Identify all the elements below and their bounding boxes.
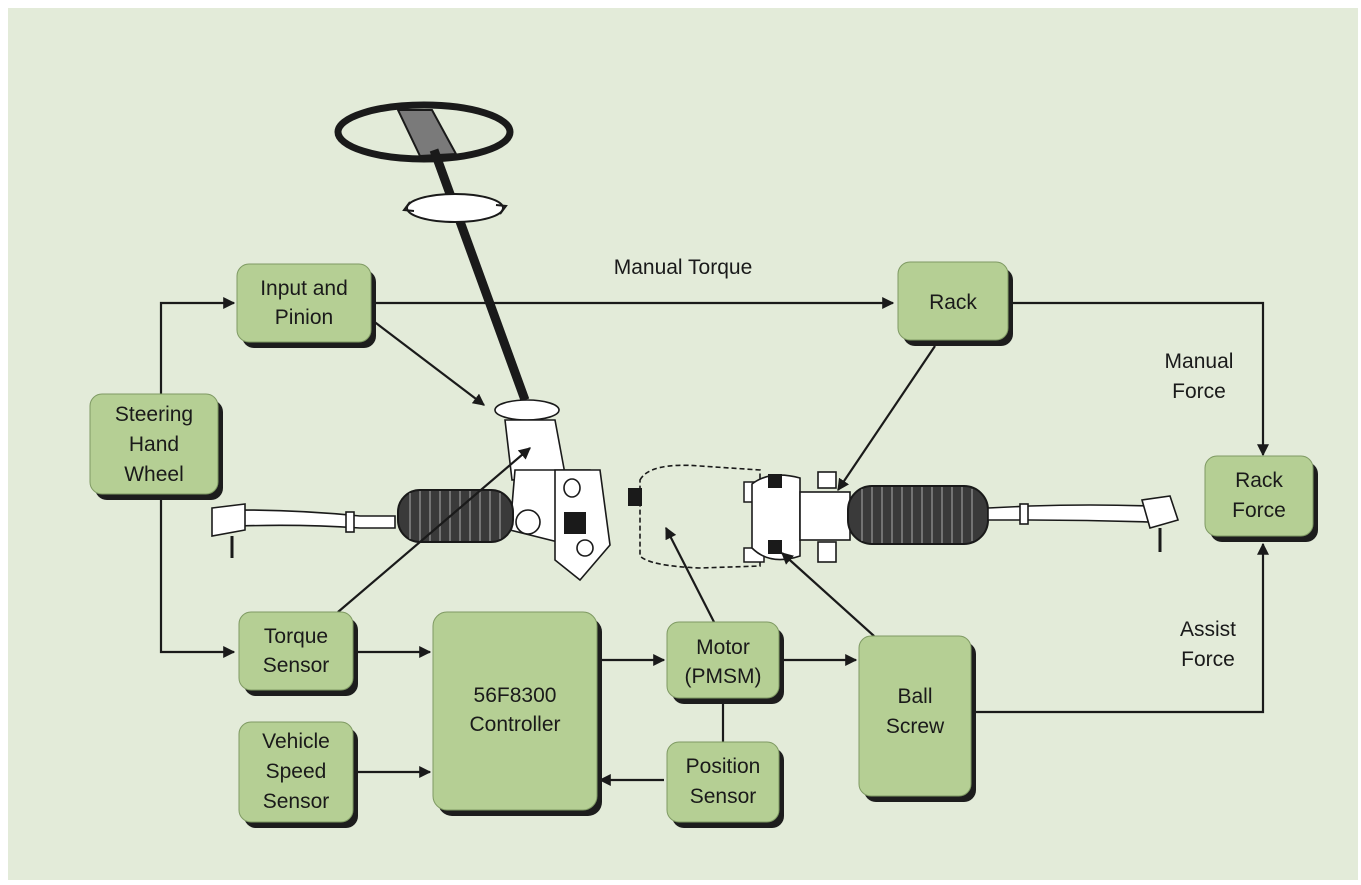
controller-box: 56F8300 Controller xyxy=(432,611,602,816)
diagram-background xyxy=(8,8,1358,880)
ball-screw-label-line1: Ball xyxy=(897,685,932,708)
ball-screw-nut-drawing xyxy=(751,471,851,563)
torque-sensor-label-line1: Torque xyxy=(264,625,328,648)
left-tie-rod-drawing xyxy=(211,503,396,558)
manual-torque-label: Manual Torque xyxy=(614,256,753,279)
vehicle-speed-sensor-box: Vehicle Speed Sensor xyxy=(238,721,358,828)
steering-illustration xyxy=(211,101,1180,582)
left-boot-drawing xyxy=(397,489,514,543)
controller-label-line1: 56F8300 xyxy=(474,684,557,707)
steering-hand-wheel-label-line3: Wheel xyxy=(124,463,184,486)
torque-sensor-label-line2: Sensor xyxy=(263,654,330,677)
pinion-housing-drawing xyxy=(494,399,611,582)
arrow-input-pinion-to-pinion xyxy=(371,319,485,406)
position-sensor-label-line2: Sensor xyxy=(690,785,757,808)
vehicle-speed-sensor-label-line3: Sensor xyxy=(263,790,330,813)
ball-screw-label-line2: Screw xyxy=(886,715,945,738)
right-boot-drawing xyxy=(847,485,989,545)
steering-hand-wheel-box: Steering Hand Wheel xyxy=(89,393,223,500)
ball-screw-box: Ball Screw xyxy=(858,635,976,802)
input-pinion-label-line2: Pinion xyxy=(275,306,333,329)
steering-hand-wheel-label-line2: Hand xyxy=(129,433,179,456)
input-pinion-label-line1: Input and xyxy=(260,277,348,300)
rack-force-label-line2: Force xyxy=(1232,499,1286,522)
steering-wheel-drawing xyxy=(334,101,514,163)
arrow-rack-to-rack-force xyxy=(1010,301,1269,457)
vehicle-speed-sensor-label-line2: Speed xyxy=(266,760,327,783)
arrow-motor-to-motor-drawing xyxy=(665,526,715,623)
motor-box: Motor (PMSM) xyxy=(666,621,784,704)
steering-hand-wheel-label-line1: Steering xyxy=(115,403,193,426)
arrow-wheel-to-torque-sensor xyxy=(159,495,236,658)
torque-sensor-box: Torque Sensor xyxy=(238,611,358,696)
motor-label-line1: Motor xyxy=(696,636,750,659)
arrow-torque-sensor-to-drawing xyxy=(337,447,531,613)
manual-force-label-line2: Force xyxy=(1172,380,1226,403)
flow-connectors xyxy=(159,297,1269,786)
motor-housing-drawing xyxy=(628,464,765,569)
arrow-wheel-to-input-pinion xyxy=(159,297,236,400)
rack-label: Rack xyxy=(929,291,977,314)
position-sensor-label-line1: Position xyxy=(686,755,761,778)
controller-label-line2: Controller xyxy=(469,713,560,736)
arrow-ball-screw-to-drawing xyxy=(781,552,875,637)
input-pinion-box: Input and Pinion xyxy=(236,263,376,348)
assist-force-label-line2: Force xyxy=(1181,648,1235,671)
position-sensor-box: Position Sensor xyxy=(666,741,784,828)
motor-label-line2: (PMSM) xyxy=(685,665,762,688)
rack-force-box: Rack Force xyxy=(1204,455,1318,542)
manual-force-label-line1: Manual xyxy=(1165,350,1234,373)
vehicle-speed-sensor-label-line1: Vehicle xyxy=(262,730,330,753)
rack-force-label-line1: Rack xyxy=(1235,469,1283,492)
rack-box: Rack xyxy=(897,261,1013,346)
steering-column xyxy=(429,148,530,402)
rotation-arrow-icon xyxy=(402,193,508,223)
assist-force-label-line1: Assist xyxy=(1180,618,1236,641)
arrow-rack-to-rack-drawing xyxy=(837,345,936,491)
arrow-ball-screw-to-rack-force xyxy=(974,542,1269,714)
right-tie-rod-drawing xyxy=(987,495,1180,552)
